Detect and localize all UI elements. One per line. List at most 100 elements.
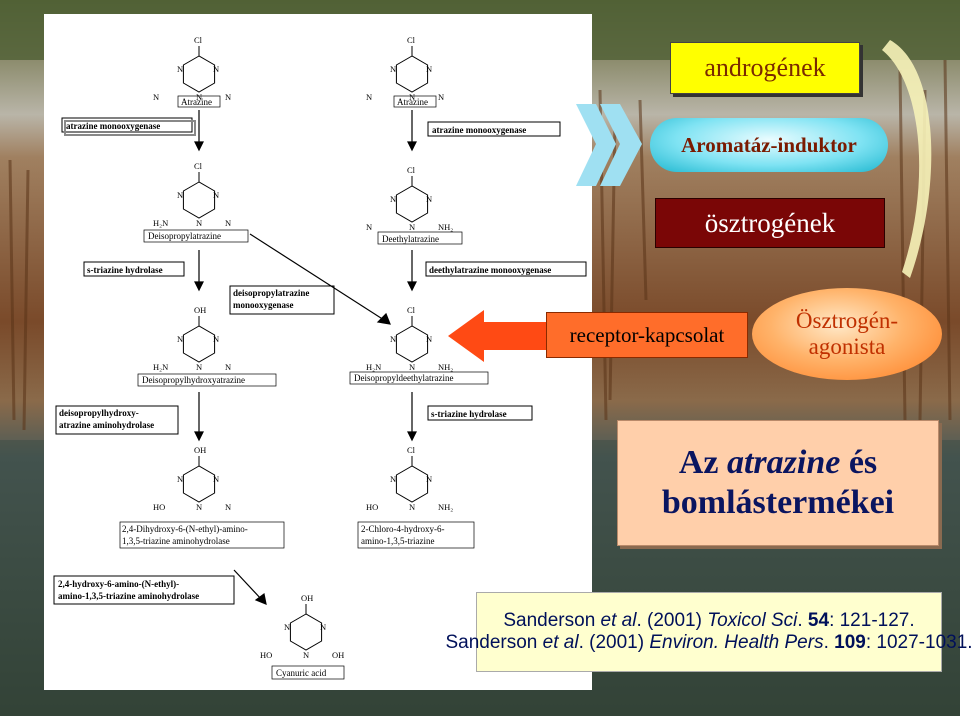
agonist-line2: agonista	[808, 334, 886, 359]
ring-deisopropyldeethylatrazine-n-left: N	[390, 334, 396, 344]
enzyme-atrazine-monooxygenase-b: atrazine monooxygenase	[432, 125, 526, 135]
blue-chevron-arrow-icon	[576, 104, 642, 186]
enzyme-final-aminohydrolase-2: amino-1,3,5-triazine aminohydrolase	[58, 591, 199, 601]
compound-deisopropylhydroxyatrazine: Deisopropylhydroxyatrazine	[142, 375, 245, 385]
reference-2: Sanderson et al. (2001) Environ. Health …	[445, 632, 973, 653]
references-box: Sanderson et al. (2001) Toxicol Sci. 54:…	[445, 592, 973, 672]
ring-deisopropylatrazine-n-left: N	[177, 190, 183, 200]
compound-chloro-line1: 2-Chloro-4-hydroxy-6-	[361, 524, 444, 534]
ring-atrazine-a-left-group: N	[153, 92, 159, 102]
enzyme-deisopropylatrazine-mono-1: deisopropylatrazine	[233, 288, 309, 298]
ring-dihydroxy-right-group: N	[225, 502, 231, 512]
ring-deisopropyldeethylatrazine-left-group: H₂N	[366, 362, 381, 372]
title-es: és	[848, 444, 878, 481]
compound-deethylatrazine: Deethylatrazine	[382, 234, 439, 244]
ring-deethylatrazine	[395, 185, 429, 223]
enzyme-deisopropylatrazine-mono-2: monooxygenase	[233, 300, 294, 310]
ring-cyanuric-acid-left-group: HO	[260, 650, 272, 660]
ring-cyanuric-acid-n-left: N	[284, 622, 290, 632]
compound-atrazine-a: Atrazine	[181, 97, 212, 107]
ring-dihydroxy-top-atom: OH	[194, 445, 206, 455]
ring-chloro-hydroxy-left-group: HO	[366, 502, 378, 512]
reaction-arrows	[194, 110, 417, 605]
ring-deethylatrazine-n-right: N	[426, 194, 432, 204]
aromatase-inducer-label: Aromatáz-induktor	[650, 118, 888, 172]
ring-deisopropylatrazine-right-group: N	[225, 218, 231, 228]
ring-deisopropyldeethylatrazine	[395, 325, 429, 363]
atrazine-degradation-pathway: atrazine monooxygenase atrazine monooxyg…	[53, 35, 587, 680]
ring-chloro-hydroxy-n-right: N	[426, 474, 432, 484]
ring-deisopropyldeethylatrazine-n-bottom: N	[409, 362, 415, 372]
ring-atrazine-b-n-right: N	[426, 64, 432, 74]
ring-chloro-hydroxy-n-left: N	[390, 474, 396, 484]
estrogen-agonist-label: Ösztrogén- agonista	[752, 288, 942, 380]
ring-deisopropylhydroxyatrazine-n-left: N	[177, 334, 183, 344]
ring-cyanuric-acid-top-atom: OH	[301, 593, 313, 603]
ring-chloro-hydroxy-right-group: NH₂	[438, 502, 453, 512]
compound-cyanuric-acid: Cyanuric acid	[276, 668, 327, 678]
ring-deethylatrazine-left-group: N	[366, 222, 372, 232]
ring-atrazine-a-n-left: N	[177, 64, 183, 74]
ring-atrazine-b-n-left: N	[390, 64, 396, 74]
enzyme-deethylatrazine-monooxygenase: deethylatrazine monooxygenase	[429, 265, 551, 275]
ring-deisopropyldeethylatrazine-n-right: N	[426, 334, 432, 344]
ring-atrazine-a-n-right: N	[213, 64, 219, 74]
ring-deethylatrazine-n-bottom: N	[409, 222, 415, 232]
ring-deisopropylhydroxyatrazine-right-group: N	[225, 362, 231, 372]
compound-deisopropyldeethylatrazine: Deisopropyldeethylatrazine	[354, 373, 453, 383]
ring-deisopropylatrazine	[182, 181, 216, 219]
ring-deisopropylhydroxyatrazine-n-bottom: N	[196, 362, 202, 372]
ring-deisopropylhydroxyatrazine	[182, 325, 216, 363]
receptor-arrow-icon	[448, 310, 548, 362]
ring-dihydroxy	[182, 465, 216, 503]
ring-deisopropylhydroxyatrazine-left-group: H₂N	[153, 362, 168, 372]
ring-dihydroxy-left-group: HO	[153, 502, 165, 512]
ring-dihydroxy-n-left: N	[177, 474, 183, 484]
ring-deisopropylhydroxyatrazine-top-atom: OH	[194, 305, 206, 315]
ring-dihydroxy-n-bottom: N	[196, 502, 202, 512]
ring-atrazine-b-right-group: N	[438, 92, 444, 102]
ring-deisopropylatrazine-n-bottom: N	[196, 218, 202, 228]
ring-deisopropyldeethylatrazine-right-group: NH₂	[438, 362, 453, 372]
enzyme-hydroxy-aminohydrolase-2: atrazine aminohydrolase	[59, 420, 154, 430]
ring-chloro-hydroxy-top-atom: Cl	[407, 445, 416, 455]
ring-chloro-hydroxy	[395, 465, 429, 503]
compound-dihydroxy-line2: 1,3,5-triazine aminohydrolase	[122, 536, 230, 546]
ring-deisopropylatrazine-top-atom: Cl	[194, 161, 203, 171]
ring-atrazine-a-right-group: N	[225, 92, 231, 102]
ring-atrazine-a-top-atom: Cl	[194, 35, 203, 45]
compound-deisopropylatrazine: Deisopropylatrazine	[148, 231, 221, 241]
ring-atrazine-b-top-atom: Cl	[407, 35, 416, 45]
title-line1: Az atrazine és	[679, 443, 877, 483]
ring-dihydroxy-n-right: N	[213, 474, 219, 484]
enzyme-labels: atrazine monooxygenase atrazine monooxyg…	[53, 117, 587, 605]
compound-labels: Atrazine Atrazine Deisopropylatrazine De…	[119, 95, 489, 680]
compound-atrazine-b: Atrazine	[397, 97, 428, 107]
ring-deisopropyldeethylatrazine-top-atom: Cl	[407, 305, 416, 315]
curved-arrow-icon	[882, 40, 932, 278]
slide-title: Az atrazine és bomlástermékei	[617, 420, 939, 546]
compound-dihydroxy-line1: 2,4-Dihydroxy-6-(N-ethyl)-amino-	[122, 524, 248, 534]
ring-atrazine-a-n-bottom: N	[196, 92, 202, 102]
enzyme-s-triazine-hydrolase-b: s-triazine hydrolase	[431, 409, 507, 419]
enzyme-final-aminohydrolase-1: 2,4-hydroxy-6-amino-(N-ethyl)-	[58, 579, 179, 589]
ring-deethylatrazine-top-atom: Cl	[407, 165, 416, 175]
estrogens-label: ösztrogének	[655, 198, 885, 248]
ring-cyanuric-acid-right-group: OH	[332, 650, 344, 660]
ring-chloro-hydroxy-n-bottom: N	[409, 502, 415, 512]
agonist-line1: Ösztrogén-	[795, 308, 899, 333]
ring-deethylatrazine-right-group: NH₂	[438, 222, 453, 232]
ring-deethylatrazine-n-left: N	[390, 194, 396, 204]
title-az: Az	[678, 444, 719, 481]
title-line2: bomlástermékei	[661, 484, 895, 521]
enzyme-s-triazine-hydrolase-a: s-triazine hydrolase	[87, 265, 163, 275]
ring-cyanuric-acid-n-bottom: N	[303, 650, 309, 660]
ring-cyanuric-acid	[289, 613, 323, 651]
androgens-label: androgének	[670, 42, 860, 94]
ring-atrazine-b	[395, 55, 429, 93]
ring-atrazine-a	[182, 55, 216, 93]
ring-deisopropylatrazine-left-group: H₂N	[153, 218, 168, 228]
reference-1: Sanderson et al. (2001) Toxicol Sci. 54:…	[503, 610, 915, 631]
ring-cyanuric-acid-n-right: N	[320, 622, 326, 632]
compound-chloro-line2: amino-1,3,5-triazine	[361, 536, 434, 546]
